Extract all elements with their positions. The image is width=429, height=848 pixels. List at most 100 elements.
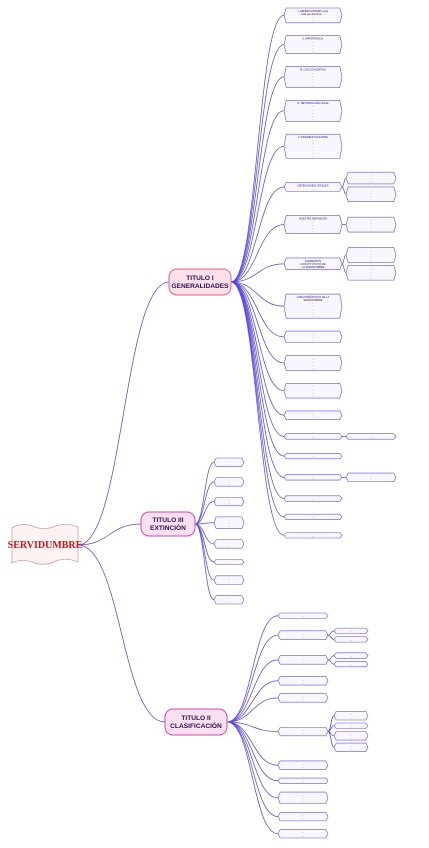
leaf-box-shape — [277, 676, 329, 686]
subtopic-node[interactable]: ............ — [345, 216, 397, 233]
topic-node[interactable]: ... — [277, 612, 329, 619]
topic-node[interactable]: ... — [213, 558, 245, 566]
connector-line — [230, 263, 285, 283]
leaf-text-line: ... — [312, 142, 314, 145]
leaf-text-line: ... — [312, 78, 314, 81]
topic-node[interactable]: ... — [283, 474, 343, 481]
subtopic-node[interactable]: ... — [333, 722, 369, 729]
topic-node[interactable]: ...... — [213, 539, 245, 549]
subtopic-node[interactable]: ...... — [333, 731, 369, 741]
subtopic-node[interactable]: ......... — [345, 171, 397, 185]
topic-node[interactable]: ............ — [283, 382, 343, 399]
leaf-text-line: ... — [302, 831, 304, 834]
topic-node[interactable]: ... — [283, 433, 343, 440]
topic-node[interactable]: ... — [283, 513, 343, 520]
topic-node[interactable]: ... — [283, 453, 343, 460]
subtopic-node[interactable]: ............ — [345, 265, 397, 281]
leaf-text-line: ... — [228, 600, 230, 603]
topic-node[interactable]: ...... — [213, 595, 245, 605]
topic-node[interactable]: V. DIFERENCIAS ENTRE.................. — [283, 133, 343, 159]
topic-node[interactable]: ...... — [277, 630, 329, 640]
subtopic-node[interactable]: ... — [333, 636, 369, 643]
topic-node[interactable]: ...... — [213, 575, 245, 585]
leaf-text-line: ... — [370, 276, 372, 279]
leaf-text-line: ... — [312, 385, 314, 388]
topic-node[interactable]: ...... — [277, 811, 329, 822]
connector-line — [194, 461, 215, 525]
subtopic-node[interactable]: ... — [333, 661, 369, 668]
subtopic-node[interactable]: ...... — [333, 711, 369, 721]
leaf-text-line: ... — [370, 270, 372, 273]
root-node[interactable]: SERVIDUMBRE — [8, 523, 83, 565]
topic-node[interactable]: II. IMPORTANCIA............ — [283, 35, 343, 54]
topic-node[interactable]: DEFINICIONES LEGALES... — [283, 182, 343, 192]
subtopic-node[interactable]: ... — [333, 627, 369, 634]
connector-line — [194, 522, 215, 525]
topic-node[interactable]: ......... — [277, 791, 329, 805]
leaf-text-line: ... — [302, 766, 304, 769]
leaf-text-line: ... — [312, 139, 314, 142]
subtopic-node[interactable]: ...... — [345, 472, 397, 482]
branch-label-line: EXTINCIÓN — [150, 523, 186, 532]
topic-node[interactable]: ...... — [213, 457, 245, 467]
leaf-text-line: ... — [312, 391, 314, 394]
connector-line — [226, 721, 279, 835]
branch-node-shape — [168, 268, 232, 296]
topic-node[interactable]: ...... — [277, 829, 329, 839]
topic-node[interactable]: ... — [283, 495, 343, 502]
leaf-text-line: ... — [312, 416, 314, 419]
leaf-box-shape — [277, 630, 329, 640]
topic-node[interactable]: ......... — [283, 330, 343, 344]
topic-node[interactable]: ... — [283, 532, 343, 539]
leaf-box-shape — [283, 66, 343, 88]
topic-node[interactable]: ............ — [283, 355, 343, 371]
leaf-text-line: ... — [312, 302, 314, 305]
subtopic-node[interactable]: ............ — [345, 186, 397, 203]
connector-line — [230, 224, 285, 283]
topic-node[interactable]: CARACTERÍSTICAS DE LASERVIDUMBRE........… — [283, 293, 343, 319]
leaf-box-shape — [283, 433, 343, 440]
leaf-box-shape — [277, 760, 329, 770]
topic-node[interactable]: ...... — [283, 410, 343, 420]
subtopic-node[interactable]: ...... — [333, 742, 369, 752]
topic-node[interactable]: III. LOS CONCEPTOS............... — [283, 66, 343, 88]
leaf-text-line: ... — [228, 541, 230, 544]
leaf-text-line: ... — [312, 534, 314, 537]
topic-node[interactable]: ...... — [213, 496, 245, 507]
leaf-text-line: ... — [370, 475, 372, 478]
connector-line — [341, 186, 347, 195]
leaf-text-line: ... — [312, 108, 314, 111]
leaf-box-shape — [283, 35, 343, 54]
leaf-text-line: ... — [302, 615, 304, 618]
topic-node[interactable]: ...... — [277, 726, 329, 737]
topic-node[interactable]: NUESTRA DEFINICIÓN............ — [283, 215, 343, 234]
leaf-text-line: ... — [370, 267, 372, 270]
topic-node[interactable]: ...... — [213, 477, 245, 487]
leaf-box-shape — [345, 247, 397, 263]
leaf-text-line: ... — [350, 725, 352, 728]
subtopic-node[interactable]: ... — [345, 433, 397, 440]
subtopic-node[interactable]: ... — [333, 652, 369, 659]
connector-line — [327, 731, 335, 748]
connector-line — [194, 501, 215, 525]
topic-node[interactable]: ... — [277, 777, 329, 784]
connector-line — [230, 281, 285, 416]
leaf-text-line: ... — [312, 394, 314, 397]
topic-node[interactable]: ...... — [277, 676, 329, 686]
leaf-box-shape — [333, 661, 369, 668]
topic-node[interactable]: ...... — [277, 693, 329, 703]
leaf-text-line: CONSTITUTIVOS DE — [300, 262, 326, 266]
topic-node[interactable]: IV. METODOLOGÍA LEGAL............... — [283, 99, 343, 122]
topic-node[interactable]: ......... — [213, 516, 245, 529]
subtopic-node[interactable]: ............ — [345, 247, 397, 263]
leaf-box-shape — [345, 186, 397, 203]
topic-node[interactable]: ...... — [277, 655, 329, 665]
leaf-box-shape — [345, 265, 397, 281]
topic-node[interactable]: ...... — [277, 760, 329, 770]
